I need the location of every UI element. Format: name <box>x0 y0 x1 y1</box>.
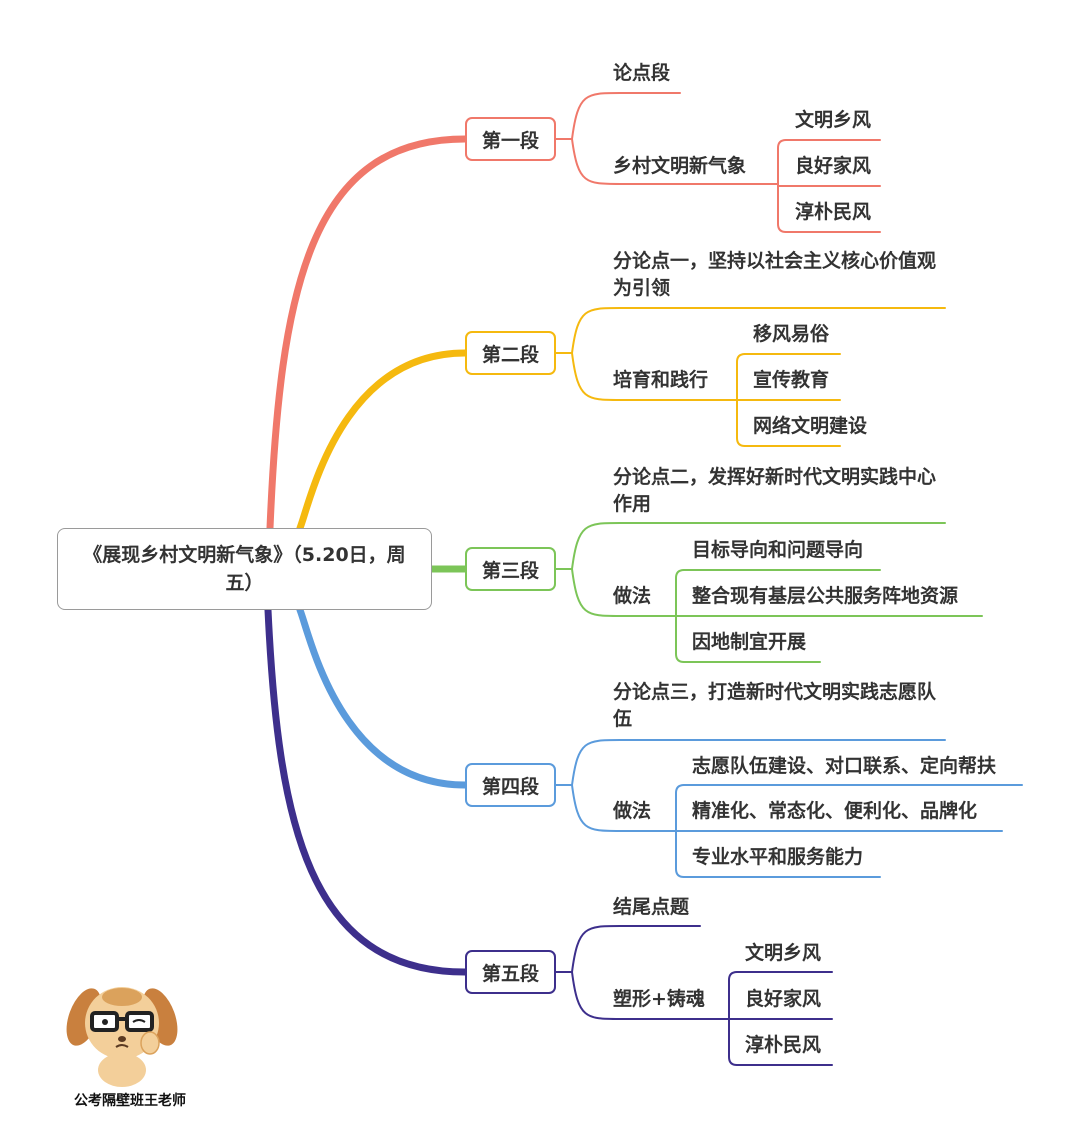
branch-3-leaf-3[interactable]: 因地制宜开展 <box>692 629 806 656</box>
root-connector-2 <box>300 353 465 528</box>
branch-5-leaf-2[interactable]: 良好家风 <box>745 986 821 1013</box>
branch-4-bracket-top <box>676 785 684 831</box>
author-credit: 公考隔壁班王老师 <box>60 1090 200 1110</box>
branch-5[interactable]: 第五段 <box>465 950 556 994</box>
branch-2-leaf-1[interactable]: 移风易俗 <box>753 321 829 348</box>
branch-1-theme[interactable]: 乡村文明新气象 <box>613 153 746 180</box>
root-connector-5 <box>268 610 465 972</box>
branch-5-bracket-top <box>729 972 737 1019</box>
root-connector-1 <box>270 139 465 528</box>
branch-3-bracket-bottom <box>676 616 684 662</box>
branch-3-theme[interactable]: 做法 <box>613 583 651 610</box>
branch-4-leaf-1[interactable]: 志愿队伍建设、对口联系、定向帮扶 <box>692 753 996 780</box>
branch-2-theme[interactable]: 培育和践行 <box>613 367 708 394</box>
root-topic[interactable]: 《展现乡村文明新气象》（5.20日，周五） <box>57 528 432 610</box>
branch-4-leaf-2[interactable]: 精准化、常态化、便利化、品牌化 <box>692 798 977 825</box>
branch-2-bracket-top <box>737 354 745 400</box>
branch-5-point-line <box>572 926 700 972</box>
branch-5-theme[interactable]: 塑形+铸魂 <box>613 986 705 1013</box>
branch-5-leaf-3[interactable]: 淳朴民风 <box>745 1032 821 1059</box>
branch-1-bracket-top <box>778 140 786 184</box>
branch-4-bracket-bottom <box>676 831 684 877</box>
branch-3-leaf-2[interactable]: 整合现有基层公共服务阵地资源 <box>692 583 958 610</box>
branch-3-leaf-1[interactable]: 目标导向和问题导向 <box>692 537 863 564</box>
branch-4-point[interactable]: 分论点三，打造新时代文明实践志愿队伍 <box>613 679 943 733</box>
branch-1-bracket-bottom <box>778 184 786 232</box>
root-connector-4 <box>300 610 465 785</box>
branch-2[interactable]: 第二段 <box>465 331 556 375</box>
branch-1-leaf-1[interactable]: 文明乡风 <box>795 107 871 134</box>
branch-3-point[interactable]: 分论点二，发挥好新时代文明实践中心作用 <box>613 464 943 518</box>
branch-4-theme[interactable]: 做法 <box>613 798 651 825</box>
branch-4-leaf-3[interactable]: 专业水平和服务能力 <box>692 844 863 871</box>
branch-2-bracket-bottom <box>737 400 745 446</box>
root-topic-text: 《展现乡村文明新气象》（5.20日，周五） <box>80 541 410 597</box>
branch-2-point[interactable]: 分论点一，坚持以社会主义核心价值观为引领 <box>613 248 943 302</box>
branch-5-bracket-bottom <box>729 1019 737 1065</box>
branch-1-point[interactable]: 论点段 <box>613 60 670 87</box>
branch-1-leaf-3[interactable]: 淳朴民风 <box>795 199 871 226</box>
branch-2-leaf-2[interactable]: 宣传教育 <box>753 367 829 394</box>
cartoon-dog-with-glasses-icon <box>62 975 182 1087</box>
branch-1-leaf-2[interactable]: 良好家风 <box>795 153 871 180</box>
branch-4[interactable]: 第四段 <box>465 763 556 807</box>
branch-3[interactable]: 第三段 <box>465 547 556 591</box>
branch-5-leaf-1[interactable]: 文明乡风 <box>745 940 821 967</box>
branch-1-point-line <box>572 93 680 139</box>
branch-2-leaf-3[interactable]: 网络文明建设 <box>753 413 867 440</box>
branch-3-bracket-top <box>676 570 684 616</box>
branch-5-point[interactable]: 结尾点题 <box>613 894 689 921</box>
branch-1[interactable]: 第一段 <box>465 117 556 161</box>
